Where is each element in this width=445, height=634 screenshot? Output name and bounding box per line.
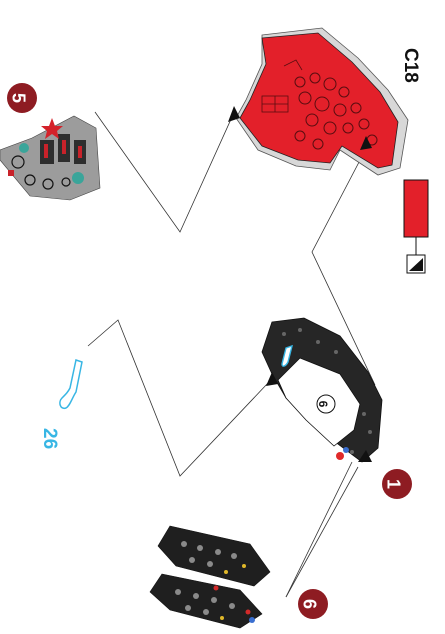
- decal-corner-icon: [407, 255, 425, 273]
- connector-step6-black-panel-2: [286, 462, 352, 597]
- connector-step6-black-panel: [286, 467, 358, 597]
- panel-number-label: 6: [316, 401, 330, 408]
- part-code-label: C18: [400, 48, 421, 83]
- black-instrument-panel: 6: [262, 318, 382, 462]
- instrument-decal-set: [150, 526, 270, 628]
- part-26-label: 26: [39, 428, 60, 449]
- red-paint-swatch: [404, 180, 428, 237]
- connector-step5-red-panel: [95, 112, 232, 232]
- part-26-lever: 26: [39, 360, 82, 449]
- svg-text:1: 1: [383, 479, 403, 489]
- cockpit-decal-step5: [0, 116, 100, 200]
- red-instrument-panel: [228, 28, 408, 175]
- svg-text:6: 6: [299, 599, 319, 609]
- step-5-badge: 5: [7, 83, 37, 113]
- svg-text:5: 5: [8, 93, 28, 103]
- step-1-badge: 1: [382, 469, 412, 499]
- connector-part26-black-panel: [88, 320, 268, 476]
- step-6-badge: 6: [298, 589, 328, 619]
